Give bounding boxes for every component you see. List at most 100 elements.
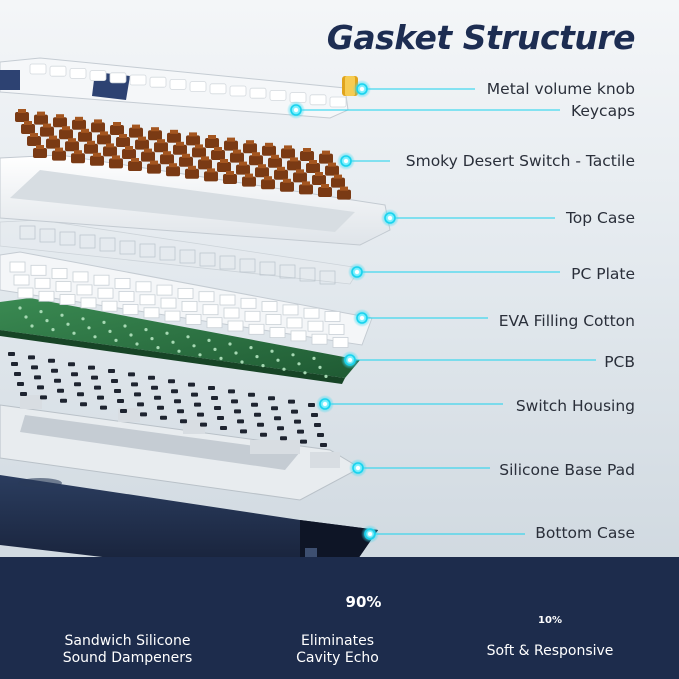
housing-clip [257,422,264,427]
housing-clip [291,409,298,414]
keycap [249,87,267,99]
housing-clip [148,375,155,380]
pcb-component [261,364,265,368]
label-bottom-case: Bottom Case [535,524,635,542]
housing-clip [31,365,38,370]
housing-clip [188,382,195,387]
keycap [309,94,327,106]
pcb-component [24,315,28,319]
plate-cell [202,304,219,316]
housing-clip [211,396,218,400]
switch [287,157,301,171]
pcb-component [51,328,55,332]
plate-cell [181,300,198,312]
plate-cell [299,267,316,282]
pcb-component [297,362,301,366]
callout-leader [361,525,525,543]
switch [274,166,288,180]
feature-3-line-1: Soft & Responsive [486,643,614,659]
switch [186,132,200,146]
housing-clip [288,399,295,404]
label-pcb: PCB [604,353,635,371]
callout-leader [287,101,560,119]
plate-cell [80,297,97,309]
plate-cell [164,310,181,322]
switch [325,162,339,176]
pcb-component [282,367,286,371]
housing-clip [200,422,207,427]
callout-leader [349,459,490,477]
housing-clip [277,426,284,431]
housing-clip [57,388,64,393]
plate-cell [177,287,194,299]
callout-leader [353,309,488,327]
keycap [189,81,207,92]
switch [211,147,225,160]
switch [192,144,206,158]
plate-cell [324,311,341,322]
housing-clip [220,426,227,430]
plate-cell [122,304,139,315]
plate-cell [119,240,136,255]
housing-clip [294,419,301,424]
plate-cell [198,291,215,303]
keycap [29,63,47,75]
housing-clip [88,365,95,370]
housing-clip [320,443,327,447]
switch [147,160,161,174]
housing-clip [271,406,278,411]
switch-housing-layer [8,352,327,447]
label-pc-plate: PC Plate [571,265,635,283]
pcb-component [234,351,238,355]
switch [224,137,238,151]
housing-clip [311,413,318,417]
plate-cell [13,274,30,286]
plate-cell [160,297,177,309]
label-switch: Smoky Desert Switch - Tactile [405,152,635,170]
pcb-component [171,340,175,344]
pcb-component [192,344,196,348]
plate-cell [34,277,51,289]
keycap [229,85,247,97]
plate-cell [114,278,131,289]
housing-clip [20,392,27,396]
pcb-component [156,346,160,350]
feature-2-line-2: Cavity Echo [296,650,379,666]
switch [27,133,41,146]
pcb-component [228,342,232,346]
switch [179,153,193,167]
plate-cell [290,330,307,342]
switch [52,147,66,161]
housing-clip [60,398,67,403]
switch [262,142,276,156]
pcb-layer [0,298,360,384]
plate-cell [307,320,324,332]
housing-clip [254,412,261,417]
plate-cell [219,294,236,306]
switch [293,169,307,183]
housing-clip [71,372,78,377]
pcb-component [114,338,118,342]
pcb-component [87,326,91,330]
plate-cell [227,320,244,332]
housing-clip [54,378,61,383]
pcb-component [291,353,295,357]
plate-cell [118,291,135,302]
housing-clip [11,362,18,366]
callout-leader [353,80,475,98]
plate-cell [199,252,216,267]
housing-clip [208,386,215,390]
switch [255,164,269,178]
housing-clip [17,382,24,386]
feature-sandwich-silicone: Sandwich Silicone Sound Dampeners [40,557,215,679]
switch [129,124,143,138]
housing-clip [131,382,138,387]
silicone-base-pad-layer [0,395,362,501]
plate-cell [239,258,256,273]
callout-leader [316,395,503,413]
feature-soft-responsive: 10% Soft & Responsive [470,557,630,679]
switch [198,156,212,170]
plate-cell [51,268,68,280]
keycap [49,65,67,77]
